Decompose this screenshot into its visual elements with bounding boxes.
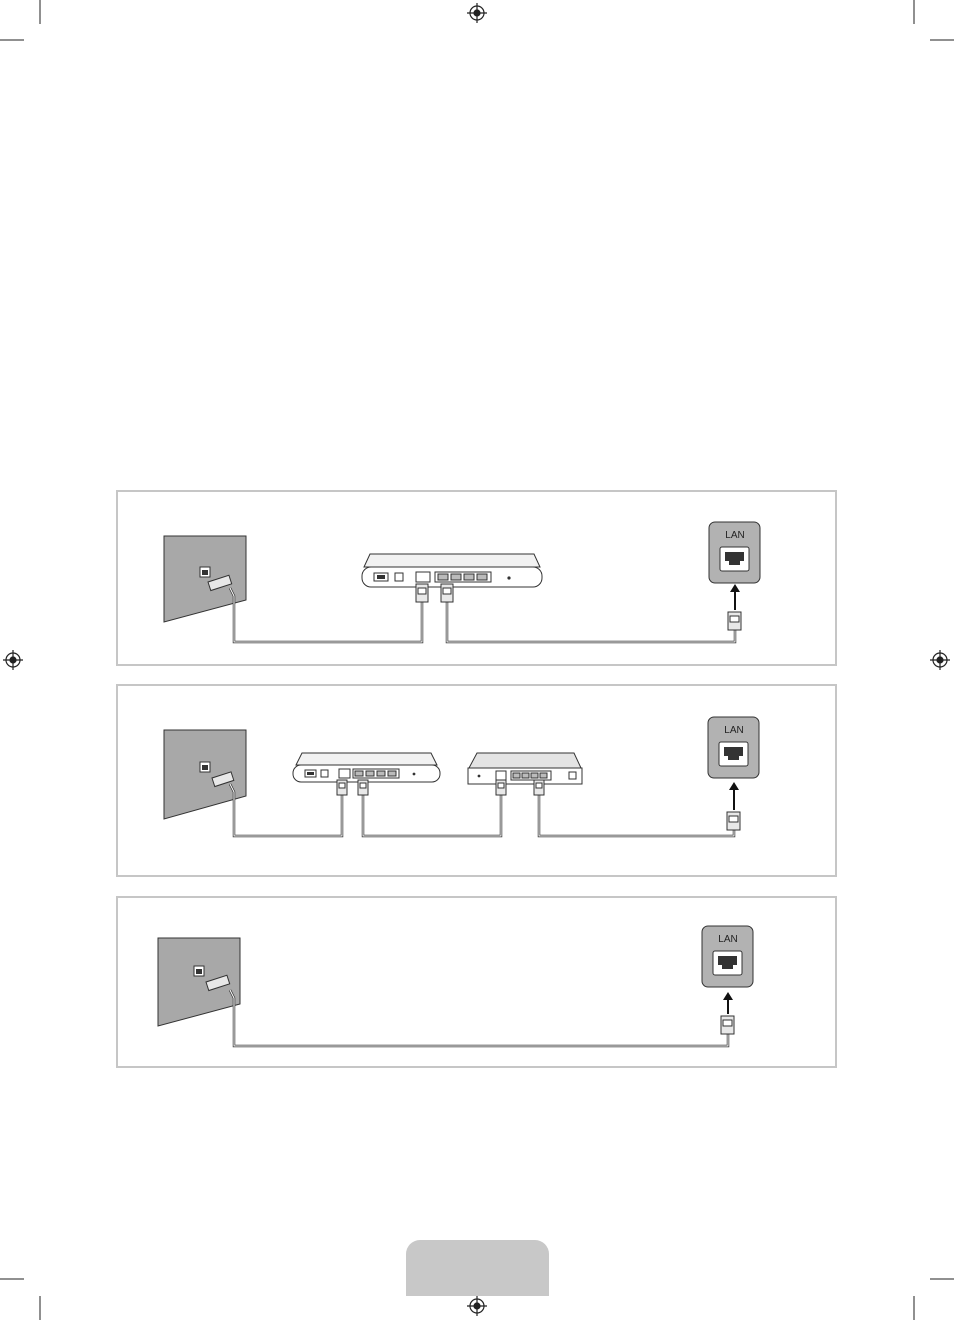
- router-icon: [362, 554, 542, 587]
- router-icon: [293, 753, 440, 782]
- registration-mark-icon: [3, 650, 23, 670]
- ethernet-plug-icon: [728, 612, 741, 630]
- arrow-up-icon: [730, 584, 740, 610]
- ethernet-plug-icon: [496, 780, 506, 795]
- arrow-up-icon: [723, 992, 733, 1014]
- ethernet-plug-icon: [358, 780, 368, 795]
- modem-icon: [468, 753, 582, 784]
- registration-mark-icon: [467, 1296, 487, 1316]
- connection-diagram: [118, 686, 839, 879]
- ethernet-plug-icon: [534, 780, 544, 795]
- connection-diagram: [118, 492, 839, 668]
- ethernet-plug-icon: [727, 812, 740, 830]
- ethernet-plug-icon: [721, 1016, 734, 1034]
- registration-mark-icon: [467, 3, 487, 23]
- lan-port-label: LAN: [718, 934, 738, 945]
- diagram-panel-modem-router: LAN: [116, 684, 837, 877]
- diagram-panel-wall: LAN: [116, 896, 837, 1068]
- ethernet-plug-icon: [416, 584, 428, 602]
- diagram-panel-router: LAN: [116, 490, 837, 666]
- page-number-tab: [406, 1240, 549, 1296]
- registration-mark-icon: [930, 650, 950, 670]
- lan-port-label: LAN: [725, 530, 745, 541]
- lan-port-label: LAN: [724, 725, 744, 736]
- arrow-up-icon: [729, 782, 739, 810]
- ethernet-plug-icon: [441, 584, 453, 602]
- ethernet-plug-icon: [337, 780, 347, 795]
- connection-diagram: [118, 898, 839, 1070]
